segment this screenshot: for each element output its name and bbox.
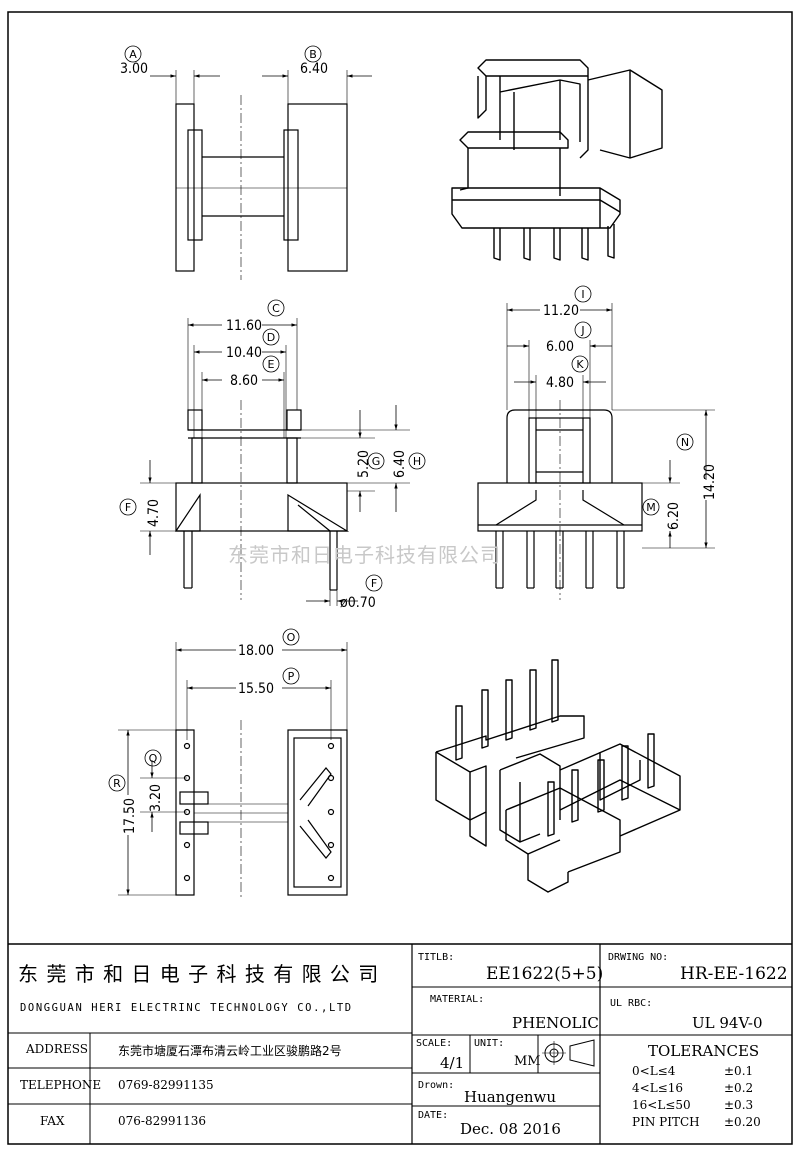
company-name-cn: 东 莞 市 和 日 电 子 科 技 有 限 公 司 — [18, 962, 380, 986]
title-block: 东 莞 市 和 日 电 子 科 技 有 限 公 司 DONGGUAN HERI … — [8, 944, 792, 1144]
top-view — [124, 45, 372, 280]
label-J: J — [580, 324, 584, 337]
label-F-height: F — [125, 501, 131, 514]
bottom-view — [108, 628, 348, 900]
date-value: Dec. 08 2016 — [460, 1120, 561, 1138]
label-H: H — [413, 455, 421, 468]
label-A: A — [129, 48, 137, 61]
dim-A: 3.00 — [120, 61, 148, 77]
drawing-no-label: DRWING NO: — [608, 952, 669, 963]
fax-value: 076-82991136 — [118, 1114, 207, 1128]
date-label: DATE: — [418, 1110, 449, 1121]
label-M: M — [646, 501, 656, 514]
company-name-en: DONGGUAN HERI ELECTRINC TECHNOLOGY CO.,L… — [20, 1002, 353, 1014]
dim-B: 6.40 — [300, 61, 328, 77]
material-value: PHENOLIC — [512, 1014, 599, 1032]
dim-H: 6.40 — [392, 450, 408, 478]
dim-I: 11.20 — [543, 303, 579, 319]
dim-M: 6.20 — [666, 502, 682, 530]
unit-value: MM — [514, 1054, 541, 1069]
label-G: G — [372, 455, 381, 468]
tolerance-value-0: ±0.1 — [724, 1064, 754, 1078]
drawn-value: Huangenwu — [464, 1088, 556, 1106]
label-Q: Q — [149, 752, 158, 765]
tolerance-value-1: ±0.2 — [724, 1081, 754, 1095]
dim-Q: 3.20 — [148, 784, 164, 812]
dim-J: 6.00 — [546, 339, 574, 355]
dim-pin-diameter: ø0.70 — [340, 595, 376, 611]
dim-C: 11.60 — [226, 318, 262, 334]
unit-label: UNIT: — [474, 1038, 505, 1049]
label-B: B — [309, 48, 317, 61]
dim-K: 4.80 — [546, 375, 574, 391]
telephone-label: TELEPHONE — [20, 1078, 102, 1092]
title-value: EE1622(5+5) — [486, 964, 604, 984]
projection-symbol — [542, 1039, 595, 1067]
tolerances-title: TOLERANCES — [648, 1042, 760, 1060]
telephone-value: 0769-82991135 — [118, 1078, 214, 1092]
ul-label: UL RBC: — [610, 998, 653, 1009]
drawn-label: Drown: — [418, 1080, 455, 1091]
title-label: TITLB: — [418, 952, 455, 963]
isometric-view-top — [451, 59, 663, 261]
tolerance-range-3: PIN PITCH — [632, 1115, 700, 1129]
watermark: 东莞市和日电子科技有限公司 — [228, 543, 501, 567]
dim-D: 10.40 — [226, 345, 262, 361]
drawing-frame — [7, 11, 793, 1145]
label-O: O — [287, 631, 296, 644]
material-label: MATERIAL: — [430, 994, 485, 1005]
ul-value: UL 94V-0 — [692, 1014, 763, 1032]
label-K: K — [576, 358, 584, 371]
tolerance-range-2: 16<L≤50 — [632, 1098, 691, 1112]
dim-F-height: 4.70 — [146, 499, 162, 527]
label-N: N — [681, 436, 689, 449]
dim-P: 15.50 — [238, 681, 274, 697]
dim-R: 17.50 — [122, 798, 138, 834]
scale-value: 4/1 — [440, 1054, 465, 1072]
tolerance-value-3: ±0.20 — [724, 1115, 761, 1129]
label-I: I — [581, 288, 584, 301]
label-F-pin: F — [371, 577, 377, 590]
fax-label: FAX — [40, 1114, 65, 1128]
isometric-view-bottom — [435, 659, 681, 893]
title-block-grid — [8, 943, 792, 1144]
scale-label: SCALE: — [416, 1038, 453, 1049]
label-R: R — [113, 777, 121, 790]
label-P: P — [288, 670, 295, 683]
tolerance-value-2: ±0.3 — [724, 1098, 754, 1112]
address-label: ADDRESS — [26, 1042, 88, 1056]
side-view — [477, 285, 715, 600]
address-value: 东莞市塘厦石潭布清云岭工业区骏鹏路2号 — [118, 1044, 342, 1058]
dim-E: 8.60 — [230, 373, 258, 389]
dim-O: 18.00 — [238, 643, 274, 659]
label-D: D — [267, 331, 275, 344]
dim-G: 5.20 — [356, 450, 372, 478]
tolerance-range-1: 4<L≤16 — [632, 1081, 683, 1095]
label-C: C — [272, 302, 280, 315]
front-view — [119, 299, 426, 606]
label-E: E — [268, 358, 275, 371]
dim-N: 14.20 — [702, 464, 718, 500]
tolerance-range-0: 0<L≤4 — [632, 1064, 676, 1078]
drawing-no-value: HR-EE-1622 — [680, 964, 788, 984]
